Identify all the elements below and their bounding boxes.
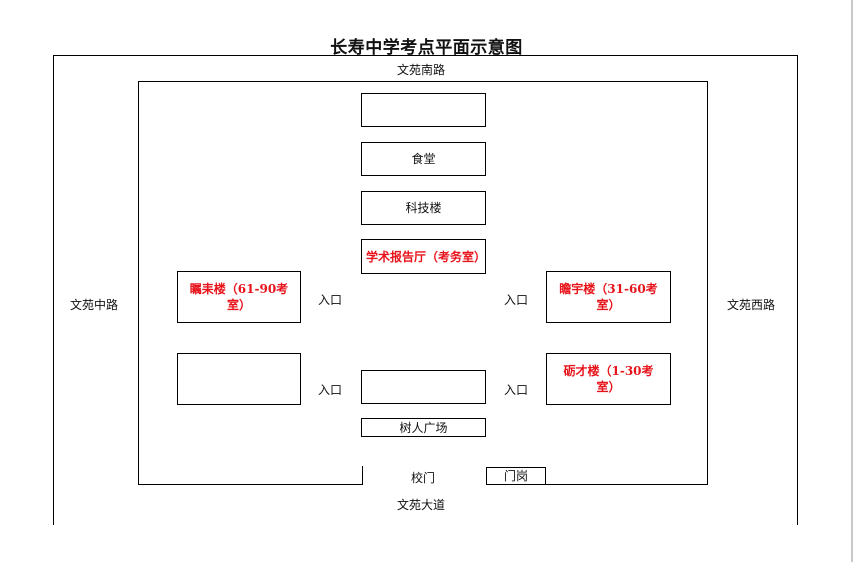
road-west-label: 文苑中路 <box>70 298 119 312</box>
guard-post: 门岗 <box>486 467 546 485</box>
road-south-label: 文苑大道 <box>397 498 446 512</box>
entrance-right-top: 入口 <box>504 293 529 307</box>
outer-right-line <box>797 55 798 525</box>
diagram-title: 长寿中学考点平面示意图 <box>330 38 523 58</box>
inner-top-line <box>138 81 708 82</box>
inner-bottom-right-line <box>546 484 708 485</box>
top-blank-building <box>361 93 486 127</box>
lecture-hall-building: 学术报告厅（考务室） <box>361 239 486 274</box>
canteen-building: 食堂 <box>361 142 486 176</box>
right-exam-building: 瞻宇楼（31-60考室） <box>546 271 671 323</box>
right-edge <box>851 0 853 562</box>
center-blank-building <box>361 370 486 404</box>
inner-left-line <box>138 81 139 485</box>
entrance-left-top: 入口 <box>318 293 343 307</box>
left-blank-building <box>177 353 301 405</box>
entrance-left-bottom: 入口 <box>318 383 343 397</box>
gate-left-post <box>362 466 363 485</box>
inner-bottom-left-line <box>138 484 362 485</box>
entrance-right-bottom: 入口 <box>504 383 529 397</box>
plaza: 树人广场 <box>361 418 486 437</box>
school-gate-label: 校门 <box>411 471 436 485</box>
inner-right-line <box>707 81 708 485</box>
right-exam-building-2: 砺才楼（1-30考室） <box>546 353 671 405</box>
road-north-label: 文苑南路 <box>397 63 446 77</box>
outer-left-line <box>53 55 54 525</box>
left-exam-building: 瞩耒楼（61-90考室） <box>177 271 301 323</box>
tech-building: 科技楼 <box>361 191 486 225</box>
road-east-label: 文苑西路 <box>727 298 776 312</box>
outer-top-line <box>53 55 798 56</box>
